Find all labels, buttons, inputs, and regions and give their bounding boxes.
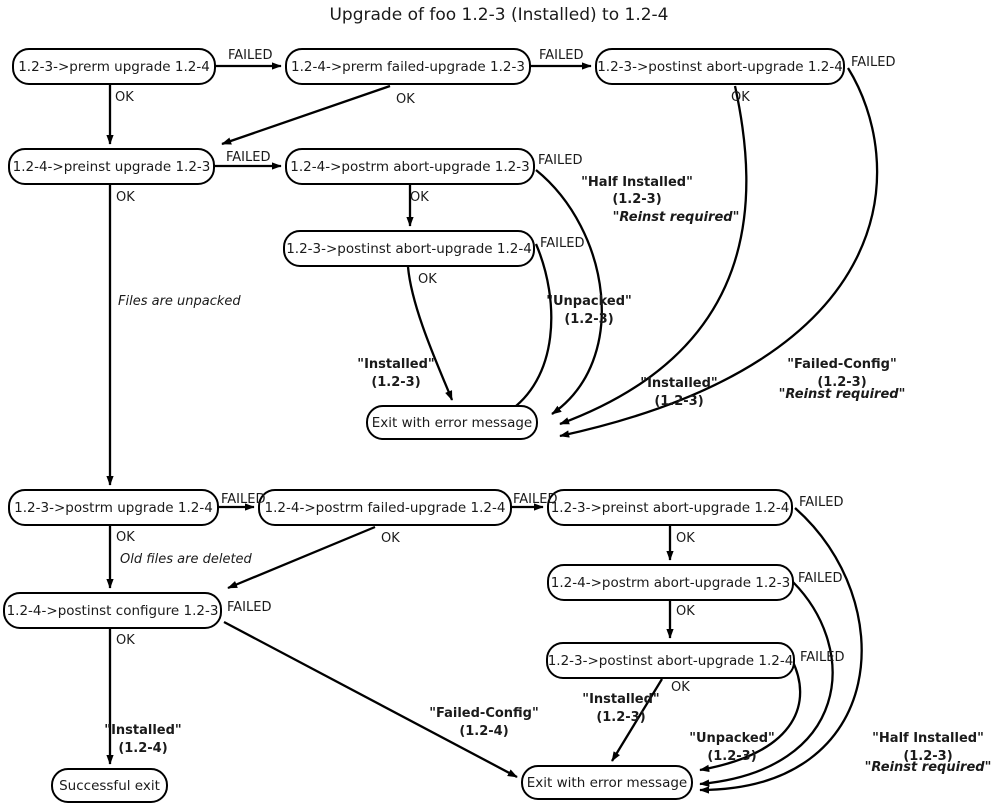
node-prerm-failed-upgrade[interactable]: 1.2-4->prerm failed-upgrade 1.2-3 <box>285 48 531 85</box>
edge-label-failed-11: FAILED <box>227 600 272 615</box>
edge-label-ok-2: OK <box>396 92 415 107</box>
state-version-half-installed-2: (1.2-3) <box>903 749 953 764</box>
edge-label-failed-5: FAILED <box>538 153 583 168</box>
state-label-failed-config-1: "Failed-Config" <box>787 357 897 372</box>
annotation-files-are-unpacked: Files are unpacked <box>118 294 241 309</box>
state-version-failed-config-2: (1.2-4) <box>459 724 509 739</box>
state-version-installed-final: (1.2-4) <box>118 741 168 756</box>
state-label-failed-config-2: "Failed-Config" <box>429 706 539 721</box>
node-successful-exit[interactable]: Successful exit <box>51 768 168 803</box>
edge-postinstaborttop-ok-to-exit <box>559 85 748 426</box>
state-note-reinst-required-3: "Reinst required" <box>864 760 992 775</box>
edge-label-failed-9: FAILED <box>799 495 844 510</box>
node-preinst-upgrade[interactable]: 1.2-4->preinst upgrade 1.2-3 <box>8 148 215 185</box>
node-postinst-configure[interactable]: 1.2-4->postinst configure 1.2-3 <box>3 592 222 629</box>
state-label-installed-final: "Installed" <box>104 723 182 738</box>
edge-postrmfailed-ok-to-postinstconfigure <box>227 525 376 590</box>
node-postrm-upgrade[interactable]: 1.2-3->postrm upgrade 1.2-4 <box>8 489 219 526</box>
edge-postrmabortmid-failed-to-exit <box>535 169 603 415</box>
node-postinst-abort-upgrade-mid[interactable]: 1.2-3->postinst abort-upgrade 1.2-4 <box>283 230 535 267</box>
edge-preinstabort-failed-to-exit <box>699 507 863 794</box>
edge-label-ok-10: OK <box>676 604 695 619</box>
edge-postinstabortmid-ok-to-exit <box>406 266 454 401</box>
edge-postinstaborttop-failed-to-exit <box>559 67 879 438</box>
state-version-half-installed-1: (1.2-3) <box>612 192 662 207</box>
node-preinst-abort-upgrade[interactable]: 1.2-3->preinst abort-upgrade 1.2-4 <box>547 489 793 526</box>
edge-label-ok-9: OK <box>676 531 695 546</box>
state-version-installed-1: (1.2-3) <box>371 375 421 390</box>
edge-postinstabortbot-failed-to-exit <box>699 659 802 773</box>
edge-label-failed-6: FAILED <box>540 236 585 251</box>
edge-label-ok-5: OK <box>116 190 135 205</box>
state-note-reinst-required-1: "Reinst required" <box>612 210 740 225</box>
state-note-reinst-required-2: "Reinst required" <box>778 387 906 402</box>
edge-label-ok-8: OK <box>381 531 400 546</box>
edge-postrmabortbot-failed-to-exit <box>699 581 834 787</box>
edge-label-failed-7: FAILED <box>221 492 266 507</box>
edge-label-ok-7: OK <box>116 530 135 545</box>
edge-postinstconfigure-failed-to-exit <box>223 620 518 779</box>
edge-label-ok-11: OK <box>671 680 690 695</box>
annotation-old-files-are-deleted: Old files are deleted <box>120 552 252 567</box>
node-postrm-abort-upgrade-bottom[interactable]: 1.2-4->postrm abort-upgrade 1.2-3 <box>547 564 794 601</box>
node-postrm-failed-upgrade[interactable]: 1.2-4->postrm failed-upgrade 1.2-4 <box>258 489 512 526</box>
edge-label-ok-4: OK <box>410 190 429 205</box>
edge-label-ok-3: OK <box>731 90 750 105</box>
edge-prermfailed-ok-to-preinst <box>221 84 391 146</box>
state-version-failed-config-1: (1.2-3) <box>817 375 867 390</box>
edge-label-failed-2: FAILED <box>539 48 584 63</box>
edge-label-failed-3: FAILED <box>851 55 896 70</box>
node-postinst-abort-upgrade-top[interactable]: 1.2-3->postinst abort-upgrade 1.2-4 <box>595 48 845 85</box>
edge-label-failed-10: FAILED <box>798 571 843 586</box>
node-prerm-upgrade[interactable]: 1.2-3->prerm upgrade 1.2-4 <box>12 48 216 85</box>
edge-label-failed-12: FAILED <box>800 650 845 665</box>
state-label-half-installed-2: "Half Installed" <box>872 731 984 746</box>
state-label-installed-1: "Installed" <box>357 357 435 372</box>
state-version-unpacked-1: (1.2-3) <box>564 312 614 327</box>
edge-label-ok-1: OK <box>115 90 134 105</box>
node-exit-with-error-message-bottom[interactable]: Exit with error message <box>521 765 693 800</box>
edge-label-failed-1: FAILED <box>228 48 273 63</box>
state-version-unpacked-2: (1.2-3) <box>707 749 757 764</box>
state-label-unpacked-2: "Unpacked" <box>689 731 775 746</box>
edge-label-ok-6: OK <box>418 272 437 287</box>
state-version-installed-2: (1.2-3) <box>654 394 704 409</box>
state-label-installed-3: "Installed" <box>582 692 660 707</box>
state-label-half-installed-1: "Half Installed" <box>581 175 693 190</box>
edge-postinstabortbot-ok-to-exit <box>611 678 663 762</box>
edge-label-failed-8: FAILED <box>513 492 558 507</box>
state-version-installed-3: (1.2-3) <box>596 710 646 725</box>
node-exit-with-error-message-top[interactable]: Exit with error message <box>366 405 538 440</box>
edge-paths <box>106 62 879 794</box>
page-title: Upgrade of foo 1.2-3 (Installed) to 1.2-… <box>329 5 669 25</box>
node-postinst-abort-upgrade-bottom[interactable]: 1.2-3->postinst abort-upgrade 1.2-4 <box>546 642 795 679</box>
edge-label-ok-12: OK <box>116 633 135 648</box>
edge-label-failed-4: FAILED <box>226 150 271 165</box>
edge-postinstabortmid-failed-to-exit <box>504 243 553 415</box>
state-label-unpacked-1: "Unpacked" <box>546 294 632 309</box>
node-postrm-abort-upgrade-mid[interactable]: 1.2-4->postrm abort-upgrade 1.2-3 <box>285 148 535 185</box>
state-label-installed-2: "Installed" <box>640 376 718 391</box>
